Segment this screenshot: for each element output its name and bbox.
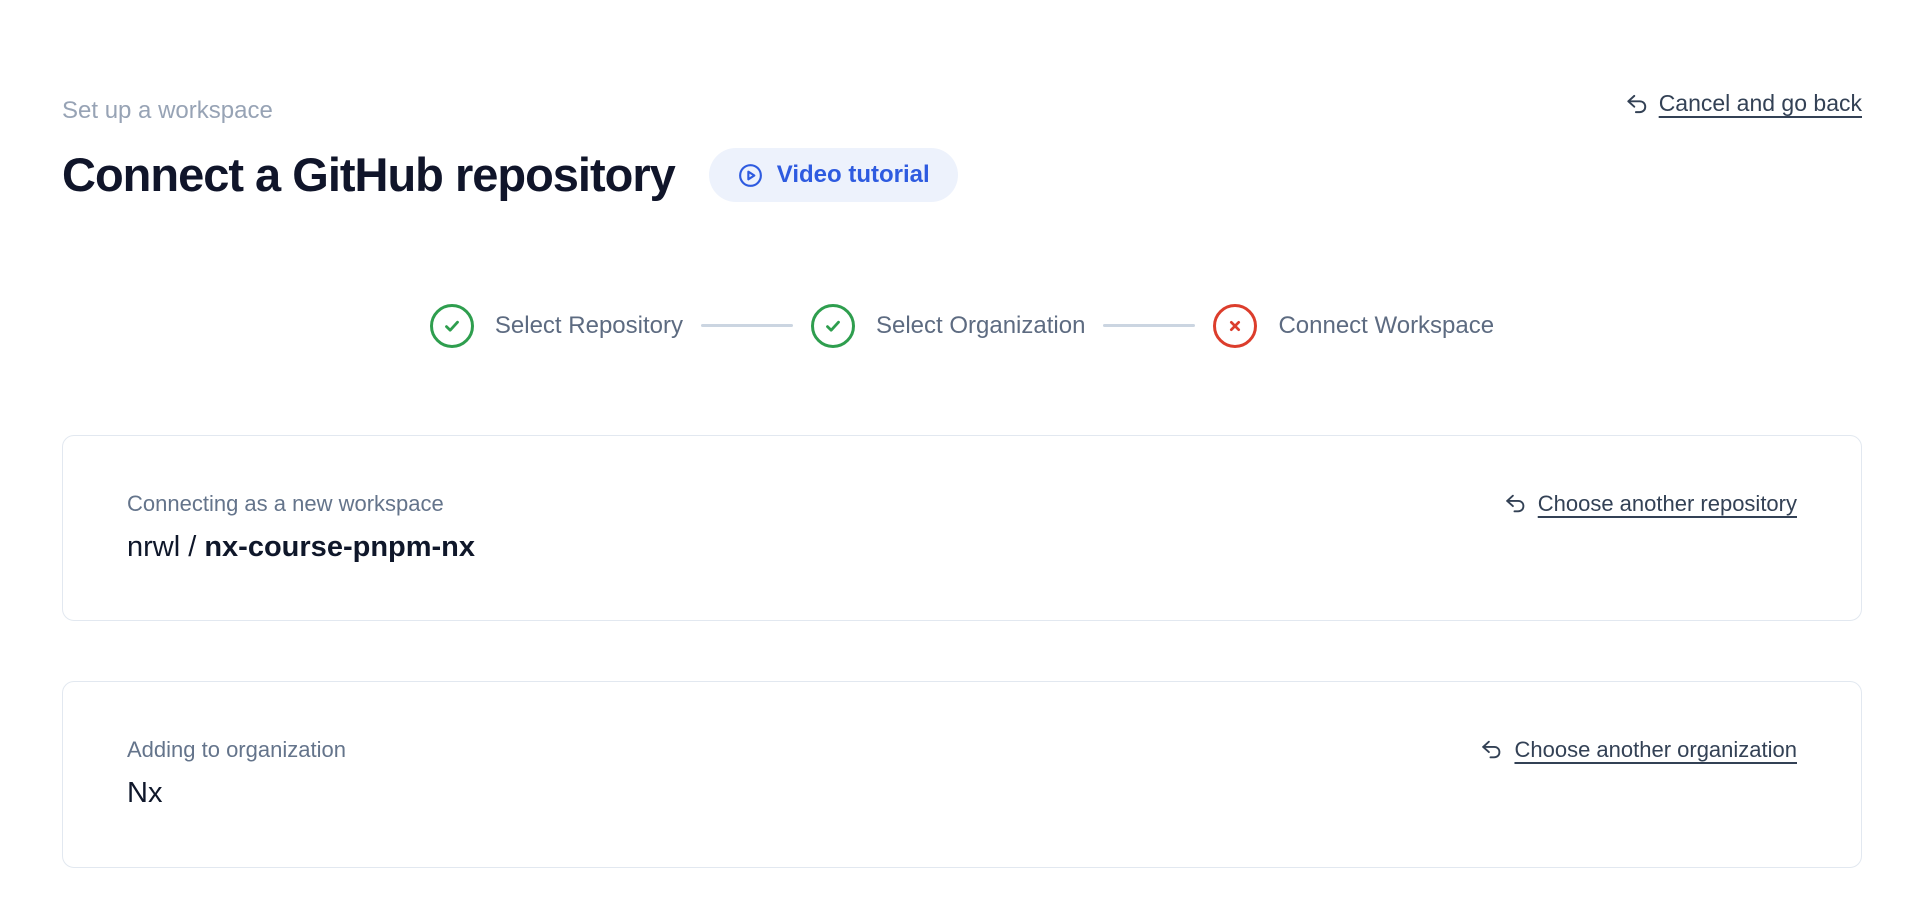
eyebrow-text: Set up a workspace	[62, 97, 273, 124]
video-tutorial-button[interactable]: Video tutorial	[708, 148, 958, 203]
video-tutorial-label: Video tutorial	[776, 161, 930, 189]
choose-another-organization-label: Choose another organization	[1514, 736, 1797, 762]
undo-arrow-icon	[1624, 91, 1650, 117]
repository-card-info: Connecting as a new workspace nrwl / nx-…	[127, 490, 475, 565]
undo-arrow-icon	[1479, 737, 1504, 762]
choose-another-repository-label: Choose another repository	[1537, 490, 1797, 516]
repository-owner: nrwl /	[127, 530, 205, 563]
stepper-connector	[1103, 324, 1196, 327]
choose-another-organization-link[interactable]: Choose another organization	[1479, 737, 1797, 763]
repository-card-label: Connecting as a new workspace	[127, 490, 444, 516]
step-label: Select Repository	[494, 311, 683, 339]
title-row: Connect a GitHub repository Video tutori…	[62, 146, 1862, 205]
stepper: Select Repository Select Organization Co…	[62, 303, 1862, 348]
organization-card-label: Adding to organization	[127, 736, 346, 762]
step-select-organization: Select Organization	[810, 303, 1086, 348]
stepper-connector	[700, 324, 793, 327]
organization-card: Adding to organization Nx Choose another…	[62, 680, 1862, 868]
cancel-and-go-back-link[interactable]: Cancel and go back	[1624, 90, 1862, 117]
check-circle-icon	[429, 303, 474, 348]
repository-full-name: nrwl / nx-course-pnpm-nx	[127, 529, 475, 565]
organization-name: Nx	[127, 776, 163, 809]
choose-another-repository-link[interactable]: Choose another repository	[1503, 491, 1797, 517]
step-label: Select Organization	[875, 311, 1086, 339]
repository-name: nx-course-pnpm-nx	[204, 530, 476, 563]
check-circle-icon	[810, 303, 855, 348]
cancel-link-label: Cancel and go back	[1658, 90, 1862, 116]
step-select-repository: Select Repository	[429, 303, 683, 348]
organization-card-info: Adding to organization Nx	[127, 736, 346, 811]
page-title: Connect a GitHub repository	[62, 147, 676, 201]
repository-card: Connecting as a new workspace nrwl / nx-…	[62, 434, 1862, 621]
x-circle-icon	[1213, 303, 1258, 348]
step-connect-workspace: Connect Workspace	[1213, 303, 1495, 348]
step-label: Connect Workspace	[1278, 311, 1495, 339]
play-circle-icon	[737, 162, 764, 189]
undo-arrow-icon	[1503, 491, 1528, 516]
